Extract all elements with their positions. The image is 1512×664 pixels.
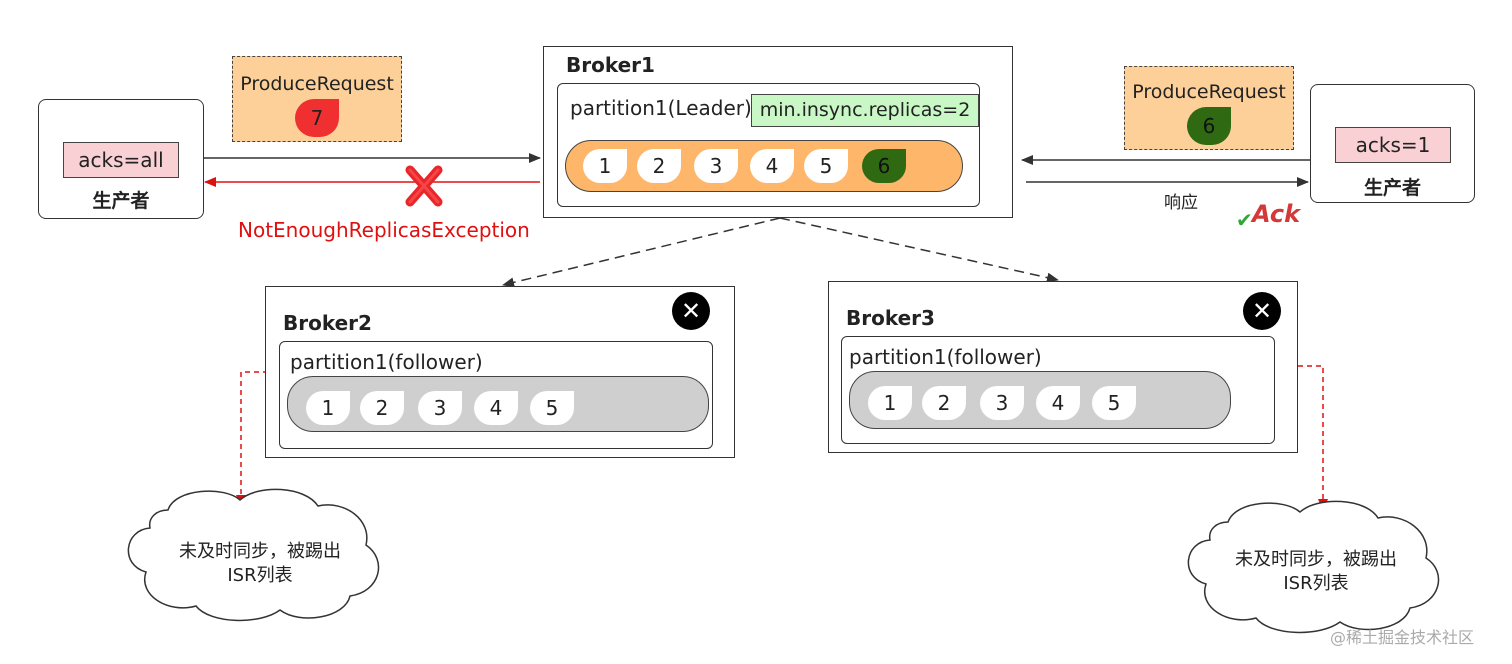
arrow-to-cloud-left: [236, 371, 268, 507]
broker3: Broker3 ✕ partition1(follower) 1 2 3 4 5: [828, 281, 1298, 453]
broker3-title: Broker3: [846, 306, 935, 330]
producer-right: acks=1 生产者: [1310, 84, 1475, 203]
broker2-message: 4: [474, 391, 518, 425]
producer-right-acks: acks=1: [1335, 127, 1451, 163]
broker2-down-icon: ✕: [672, 292, 710, 330]
message-6-icon: 6: [1187, 107, 1231, 145]
produce-request-left: ProduceRequest 7: [232, 56, 402, 142]
producer-right-label: 生产者: [1363, 177, 1421, 199]
broker3-message: 5: [1092, 386, 1136, 420]
ack-label: Ack: [1252, 200, 1301, 228]
ack-check-icon: ✔ Ack: [1236, 200, 1302, 234]
cloud-right: 未及时同步，被踢出 ISR列表: [1196, 548, 1436, 596]
producer-left: acks=all 生产者: [38, 99, 204, 219]
broker2-log: 1 2 3 4 5: [287, 376, 709, 432]
broker3-down-icon: ✕: [1243, 292, 1281, 330]
broker1: Broker1 partition1(Leader) min.insync.re…: [543, 46, 1013, 218]
broker2-message: 2: [360, 391, 404, 425]
exception-label: NotEnoughReplicasException: [238, 218, 530, 242]
producer-left-label: 生产者: [92, 190, 150, 212]
broker1-message: 5: [804, 149, 848, 183]
produce-request-right-label: ProduceRequest: [1132, 81, 1286, 103]
min-insync-config: min.insync.replicas=2: [751, 94, 979, 127]
arrow-to-cloud-right: [1298, 365, 1328, 511]
broker1-message: 2: [637, 149, 681, 183]
broker2-partition-label: partition1(follower): [290, 350, 483, 374]
cloud-left-line2: ISR列表: [227, 565, 293, 586]
broker1-message: 3: [694, 149, 738, 183]
broker2-partition: partition1(follower) 1 2 3 4 5: [279, 341, 713, 449]
broker2-message: 5: [530, 391, 574, 425]
broker3-partition: partition1(follower) 1 2 3 4 5: [841, 336, 1275, 444]
arrow-to-broker3: [779, 217, 1059, 283]
broker1-title: Broker1: [566, 53, 655, 77]
broker3-message: 4: [1036, 386, 1080, 420]
cloud-right-line2: ISR列表: [1283, 573, 1349, 594]
watermark: @稀土掘金技术社区: [1330, 628, 1475, 647]
broker2-message: 3: [418, 391, 462, 425]
cloud-left-shape: [127, 488, 380, 622]
message-7-icon: 7: [295, 99, 339, 137]
cloud-left: 未及时同步，被踢出 ISR列表: [140, 540, 380, 588]
broker3-log: 1 2 3 4 5: [849, 371, 1231, 429]
produce-request-right: ProduceRequest 6: [1124, 66, 1294, 150]
broker3-message: 3: [980, 386, 1024, 420]
broker2-title: Broker2: [283, 311, 372, 335]
broker2: Broker2 ✕ partition1(follower) 1 2 3 4 5: [265, 286, 735, 458]
arrow-to-broker2: [502, 217, 781, 288]
produce-request-left-label: ProduceRequest: [240, 73, 394, 95]
broker1-log: 1 2 3 4 5 6: [565, 140, 963, 192]
broker3-message: 2: [922, 386, 966, 420]
broker3-message: 1: [868, 386, 912, 420]
broker1-message: 4: [750, 149, 794, 183]
producer-left-acks: acks=all: [63, 142, 179, 178]
broker1-message-new: 6: [862, 149, 906, 183]
cloud-right-shape: [1187, 500, 1440, 634]
check-icon: ✔: [1236, 208, 1253, 232]
cloud-right-line1: 未及时同步，被踢出: [1235, 549, 1397, 570]
response-label: 响应: [1164, 193, 1198, 213]
failure-x-icon: [404, 164, 444, 208]
broker1-message: 1: [583, 149, 627, 183]
broker3-partition-label: partition1(follower): [849, 345, 1042, 369]
cloud-left-line1: 未及时同步，被踢出: [179, 541, 341, 562]
broker2-message: 1: [306, 391, 350, 425]
broker1-partition: partition1(Leader) min.insync.replicas=2…: [557, 83, 980, 207]
broker1-partition-label: partition1(Leader): [570, 96, 752, 120]
